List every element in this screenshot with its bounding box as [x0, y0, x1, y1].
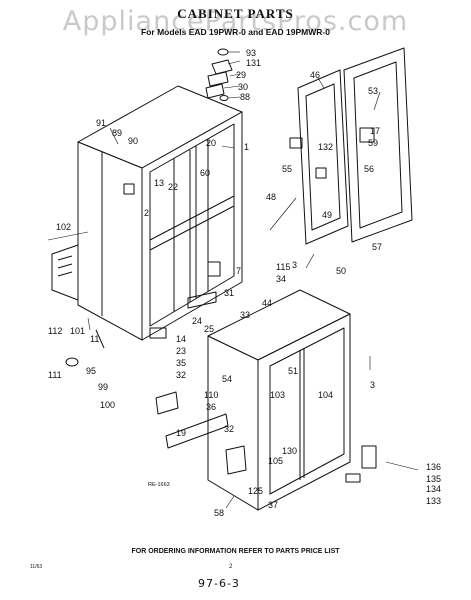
callout-label: 46 — [310, 70, 320, 80]
corner-code: 11/63 — [30, 564, 43, 570]
callout-label: 91 — [96, 118, 106, 128]
callout-label: 58 — [214, 508, 224, 518]
callout-label: 7 — [236, 266, 241, 276]
callout-label: 35 — [176, 358, 186, 368]
callout-label: 2 — [144, 208, 149, 218]
callout-label: 22 — [168, 182, 178, 192]
callout-label: 1 — [244, 142, 249, 152]
control-panel — [51, 244, 79, 301]
door-gasket-left — [297, 69, 349, 245]
callout-label: 53 — [368, 86, 378, 96]
callout-label: 37 — [268, 500, 278, 510]
callout-label: 134 — [426, 484, 441, 494]
callout-label: 34 — [276, 274, 286, 284]
watermark: AppliancePartsPros.com — [62, 6, 409, 37]
callout-label: 33 — [240, 310, 250, 320]
callout-label: 115 — [276, 262, 290, 272]
callout-label: 88 — [240, 92, 250, 102]
page-number: 2 — [229, 564, 233, 570]
callout-label: 132 — [318, 142, 333, 152]
callout-label: 19 — [176, 428, 186, 438]
callout-label: 125 — [248, 486, 263, 496]
leader-lines — [47, 51, 419, 509]
callout-label: 57 — [372, 242, 382, 252]
callout-label: 3 — [370, 380, 375, 390]
callout-label: 133 — [426, 496, 441, 506]
door-gasket-right — [343, 47, 413, 243]
callout-label: 131 — [246, 58, 261, 68]
callout-label: 13 — [154, 178, 164, 188]
callout-label: 101 — [70, 326, 85, 336]
figure-reference: RE-1663 — [148, 482, 170, 488]
small-parts — [65, 127, 377, 483]
callout-label: 20 — [206, 138, 216, 148]
callout-label: 112 — [48, 326, 62, 336]
callout-label: 32 — [224, 424, 234, 434]
callout-label: 48 — [266, 192, 276, 202]
callout-label: 104 — [318, 390, 333, 400]
cabinet-body — [77, 85, 243, 341]
callout-label: 11 — [90, 334, 99, 344]
callout-label: 31 — [224, 288, 234, 298]
callout-label: 89 — [112, 128, 122, 138]
callout-label: 51 — [288, 366, 298, 376]
callout-label: 36 — [206, 402, 216, 412]
freezer-liner — [207, 289, 351, 511]
callout-label: 136 — [426, 462, 441, 472]
callout-label: 23 — [176, 346, 186, 356]
callout-label: 135 — [426, 474, 441, 484]
callout-label: 25 — [204, 324, 214, 334]
callout-label: 50 — [336, 266, 346, 276]
diagram-subtitle: For Models EAD 19PWR-0 and EAD 19PMWR-0 — [141, 27, 330, 37]
callout-label: 100 — [100, 400, 115, 410]
callout-label: 99 — [98, 382, 108, 392]
callout-label: 17 — [370, 126, 380, 136]
callout-label: 102 — [56, 222, 71, 232]
callout-label: 60 — [200, 168, 210, 178]
callout-label: 24 — [192, 316, 202, 326]
callout-label: 130 — [282, 446, 297, 456]
callout-label: 30 — [238, 82, 248, 92]
callout-label: 32 — [176, 370, 186, 380]
ordering-footer: FOR ORDERING INFORMATION REFER TO PARTS … — [131, 548, 340, 555]
diagram-title: CABINET PARTS — [177, 6, 294, 21]
callout-label: 54 — [222, 374, 232, 384]
callout-label: 14 — [176, 334, 186, 344]
callout-label: 29 — [236, 70, 246, 80]
callout-label: 3 — [292, 260, 297, 270]
callout-label: 103 — [270, 390, 285, 400]
date-mark: 97-6-3 — [198, 577, 240, 590]
callout-label: 56 — [364, 164, 374, 174]
callout-label: 49 — [322, 210, 332, 220]
callout-label: 111 — [48, 370, 62, 380]
callout-label: 95 — [86, 366, 96, 376]
callout-label: 55 — [282, 164, 292, 174]
callout-label: 93 — [246, 48, 256, 58]
callout-label: 110 — [204, 390, 218, 400]
callout-label: 105 — [268, 456, 283, 466]
callout-label: 59 — [368, 138, 378, 148]
top-hinge-parts — [205, 48, 233, 101]
callout-label: 44 — [262, 298, 272, 308]
callout-label: 90 — [128, 136, 138, 146]
